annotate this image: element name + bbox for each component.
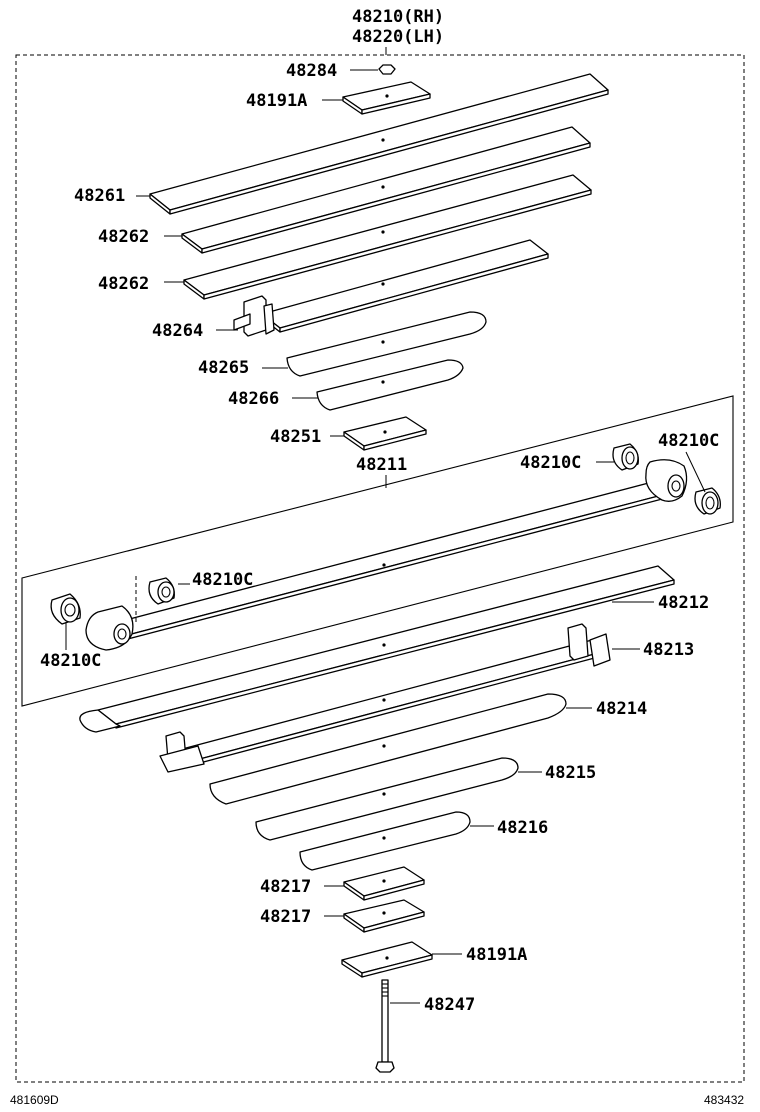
label-48210c-1[interactable]: 48210C — [520, 453, 581, 473]
clamp-plate-bottom[interactable] — [341, 941, 433, 978]
leaf-spring-48215[interactable] — [255, 757, 519, 841]
label-48210c-3[interactable]: 48210C — [192, 570, 253, 590]
label-48262-b[interactable]: 48262 — [98, 274, 149, 294]
label-48211[interactable]: 48211 — [356, 455, 407, 475]
assembly-number-rh: 48210(RH) — [352, 7, 444, 27]
leader-48210c-2 — [685, 451, 706, 493]
leaf-spring-48262-a[interactable] — [181, 126, 591, 254]
bushing-48210c-4[interactable] — [50, 593, 81, 625]
spacer-48217-b[interactable] — [343, 899, 425, 933]
assembly-number-lh: 48220(LH) — [352, 27, 444, 47]
footer-left-code: 481609D — [10, 1093, 59, 1107]
label-48191a-top[interactable]: 48191A — [246, 91, 307, 111]
clamp-plate-top[interactable] — [342, 81, 431, 115]
label-48266[interactable]: 48266 — [228, 389, 279, 409]
label-48212[interactable]: 48212 — [658, 593, 709, 613]
leaf-spring-48262-b[interactable] — [183, 174, 592, 300]
label-48210c-4[interactable]: 48210C — [40, 651, 101, 671]
leaf-spring-48214[interactable] — [209, 693, 567, 805]
main-leaf-48211[interactable] — [85, 459, 688, 651]
label-48214[interactable]: 48214 — [596, 699, 647, 719]
spacer-48251[interactable] — [343, 416, 427, 451]
leaf-spring-48261[interactable] — [149, 73, 609, 215]
bushing-48210c-3[interactable] — [148, 577, 175, 605]
label-48251[interactable]: 48251 — [270, 427, 321, 447]
label-48217-b[interactable]: 48217 — [260, 907, 311, 927]
leaf-spring-48265[interactable] — [286, 311, 487, 377]
bushing-48210c-2[interactable] — [694, 487, 721, 515]
sub-assembly-box — [21, 395, 734, 707]
label-48262-a[interactable]: 48262 — [98, 227, 149, 247]
label-48284[interactable]: 48284 — [286, 61, 337, 81]
label-48210c-2[interactable]: 48210C — [658, 431, 719, 451]
label-48217-a[interactable]: 48217 — [260, 877, 311, 897]
label-48261[interactable]: 48261 — [74, 186, 125, 206]
spacer-48217-a[interactable] — [343, 866, 425, 901]
leaf-spring-48266[interactable] — [316, 359, 464, 411]
leaf-spring-48212[interactable] — [79, 565, 675, 733]
bushing-48210c-1[interactable] — [612, 443, 639, 471]
footer-right-code: 483432 — [704, 1093, 744, 1107]
center-bolt-48247[interactable] — [375, 979, 395, 1073]
label-48265[interactable]: 48265 — [198, 358, 249, 378]
assembly-frame — [15, 54, 745, 1083]
label-48264[interactable]: 48264 — [152, 321, 203, 341]
label-48216[interactable]: 48216 — [497, 818, 548, 838]
leaf-spring-48264[interactable] — [233, 239, 549, 337]
label-48215[interactable]: 48215 — [545, 763, 596, 783]
label-48213[interactable]: 48213 — [643, 640, 694, 660]
leaf-spring-48216[interactable] — [299, 811, 471, 871]
nut-48284[interactable] — [378, 64, 396, 75]
label-48191a-bottom[interactable]: 48191A — [466, 945, 527, 965]
leaf-spring-48213[interactable] — [159, 623, 611, 773]
label-48247[interactable]: 48247 — [424, 995, 475, 1015]
